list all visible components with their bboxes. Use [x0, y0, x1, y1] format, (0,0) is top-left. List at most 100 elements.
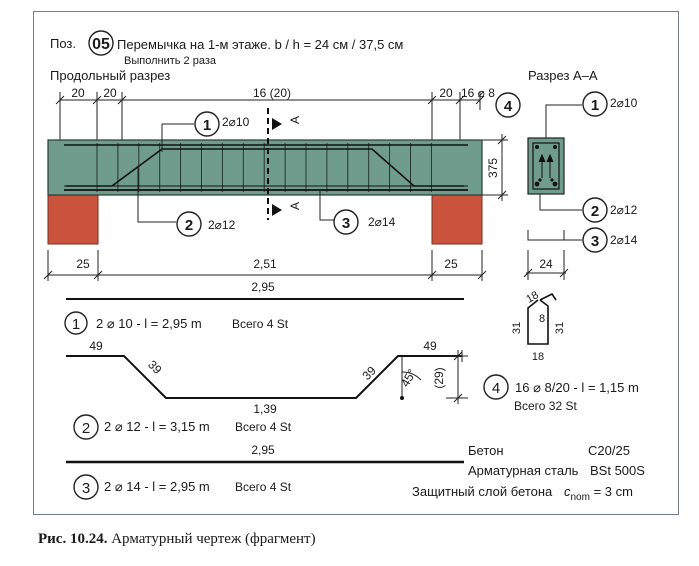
- cross-section-stirrup: [532, 142, 560, 190]
- bar3-number-circle: [73, 474, 99, 500]
- caption-prefix: Рис. 10.24.: [38, 531, 108, 547]
- stirrup-lines: [96, 143, 432, 192]
- concrete-value: C20/25: [588, 443, 630, 458]
- drawing-title: Перемычка на 1-м этаже. b / h = 24 см / …: [117, 37, 403, 52]
- bar3-spec: 2 ⌀ 14 - l = 2,95 m: [104, 479, 210, 494]
- height-dimension: [482, 134, 508, 201]
- dim-cs-width: 24: [539, 257, 553, 271]
- drawing-frame: [33, 11, 679, 515]
- dim-bottom-span: 2,51: [253, 257, 277, 271]
- marker-1-leader: [161, 123, 194, 152]
- marker-1-label: 2⌀10: [222, 115, 250, 129]
- drawing-subtitle: Выполнить 2 раза: [124, 55, 217, 67]
- bar1-spec: 2 ⌀ 10 - l = 2,95 m: [96, 316, 202, 331]
- cover-value: cnom = 3 cm: [564, 484, 633, 503]
- marker-3-leader: [319, 190, 334, 221]
- bar3-length-label: 2,95: [251, 443, 275, 457]
- bar2-seg-mid: 1,39: [253, 402, 277, 416]
- steel-label: Арматурная сталь: [468, 463, 579, 478]
- stirrup-dim-bottom: 18: [532, 351, 544, 363]
- dim-top-20-right: 20: [439, 86, 453, 100]
- cross-section-title: Разрез A–A: [528, 68, 598, 83]
- cs-marker-2-circle: [582, 197, 608, 223]
- bar2-seg-slope-right: 39: [359, 363, 379, 383]
- bar2-seg-right: 49: [423, 339, 437, 353]
- dim-height-375: 375: [486, 158, 500, 178]
- marker-3-circle: [333, 209, 359, 235]
- cs-marker-2-number: 2: [591, 203, 599, 220]
- cs-marker-3-number: 3: [591, 233, 599, 250]
- stirrup-shape: [527, 292, 557, 345]
- bar2-shape: [66, 355, 462, 399]
- steel-value: BSt 500S: [590, 463, 645, 478]
- marker-2-leader: [137, 168, 176, 223]
- stirrup-number: 4: [492, 380, 500, 397]
- bar2-dimension-lines: [401, 350, 468, 404]
- figure-caption: Рис. 10.24. Арматурный чертеж (фрагмент): [38, 531, 316, 548]
- cs-marker-1-number: 1: [591, 97, 599, 114]
- section-mark-top: A: [288, 116, 302, 124]
- marker-2-number: 2: [185, 217, 193, 234]
- stirrup-spec: 16 ⌀ 8/20 - l = 1,15 m: [515, 380, 639, 395]
- concrete-label: Бетон: [468, 443, 504, 458]
- bar2-seg-left: 49: [89, 339, 103, 353]
- bar2-total: Всего 4 St: [235, 420, 292, 434]
- cs-marker-3-circle: [582, 227, 608, 253]
- bar3-total: Всего 4 St: [235, 480, 292, 494]
- bottom-dimension-line: [43, 250, 487, 281]
- bar2-rise: (29): [432, 367, 446, 388]
- dim-top-20-left: 20: [71, 86, 85, 100]
- cs-marker-2-label: 2⌀12: [610, 203, 638, 217]
- stirrup-total: Всего 32 St: [514, 399, 577, 413]
- bar1-total: Всего 4 St: [232, 317, 289, 331]
- marker-1-number: 1: [203, 117, 211, 134]
- cs-width-dimension: [523, 250, 569, 280]
- stirrup-dim-left: 31: [511, 322, 523, 334]
- pos-label: Поз.: [50, 36, 76, 51]
- bar1-number-circle: [64, 311, 88, 335]
- pos-number-circle: [88, 30, 114, 56]
- section-arrow-bottom: [272, 204, 282, 216]
- marker-3-label: 2⌀14: [368, 215, 396, 229]
- cs-marker-1-circle: [582, 91, 608, 117]
- bar2-angle: 45°: [398, 366, 419, 389]
- section-mark-bottom: A: [288, 202, 302, 210]
- cover-value-amount: = 3 cm: [590, 484, 633, 499]
- marker-2-circle: [176, 211, 202, 237]
- stirrup-dim-hook: 18: [524, 289, 541, 306]
- cross-section-bars: [534, 145, 558, 187]
- caption-text: Арматурный чертеж (фрагмент): [107, 531, 316, 547]
- marker-2-label: 2⌀12: [208, 218, 236, 232]
- dim-bottom-25-right: 25: [444, 257, 458, 271]
- top-dimension-line: [55, 92, 485, 140]
- marker-4-circle: [495, 92, 521, 118]
- bar3-number: 3: [82, 480, 90, 497]
- stirrup-dim-inner: 8: [539, 313, 545, 325]
- cross-section-leaders: [527, 104, 582, 241]
- marker-3-number: 3: [342, 215, 350, 232]
- cover-label: Защитный слой бетона: [412, 484, 553, 499]
- bar2-angle-vertex: [400, 396, 404, 400]
- bar2-spec: 2 ⌀ 12 - l = 3,15 m: [104, 419, 210, 434]
- marker-4-number: 4: [504, 98, 513, 115]
- marker-1-circle: [194, 111, 220, 137]
- dim-top-20-second: 20: [103, 86, 117, 100]
- dim-top-span: 16 (20): [253, 86, 291, 100]
- long-section-title: Продольный разрез: [50, 68, 170, 83]
- dim-bottom-25-left: 25: [76, 257, 90, 271]
- cross-section-arrows: [538, 153, 554, 178]
- stirrup-dim-right: 31: [554, 322, 566, 334]
- bar2-number-circle: [73, 414, 99, 440]
- pos-number: 05: [92, 36, 110, 53]
- bar2-seg-slope-left: 39: [145, 357, 165, 377]
- section-arrow-top: [272, 118, 282, 130]
- dim-top-stirrups: 16 ⌀ 8: [461, 86, 495, 100]
- cover-value-subscript: nom: [571, 492, 590, 503]
- bar1-length-label: 2,95: [251, 280, 275, 294]
- stirrup-number-circle: [483, 374, 509, 400]
- bar1-number: 1: [72, 316, 80, 333]
- cs-marker-1-label: 2⌀10: [610, 96, 638, 110]
- cs-marker-3-label: 2⌀14: [610, 233, 638, 247]
- bar2-number: 2: [82, 420, 90, 437]
